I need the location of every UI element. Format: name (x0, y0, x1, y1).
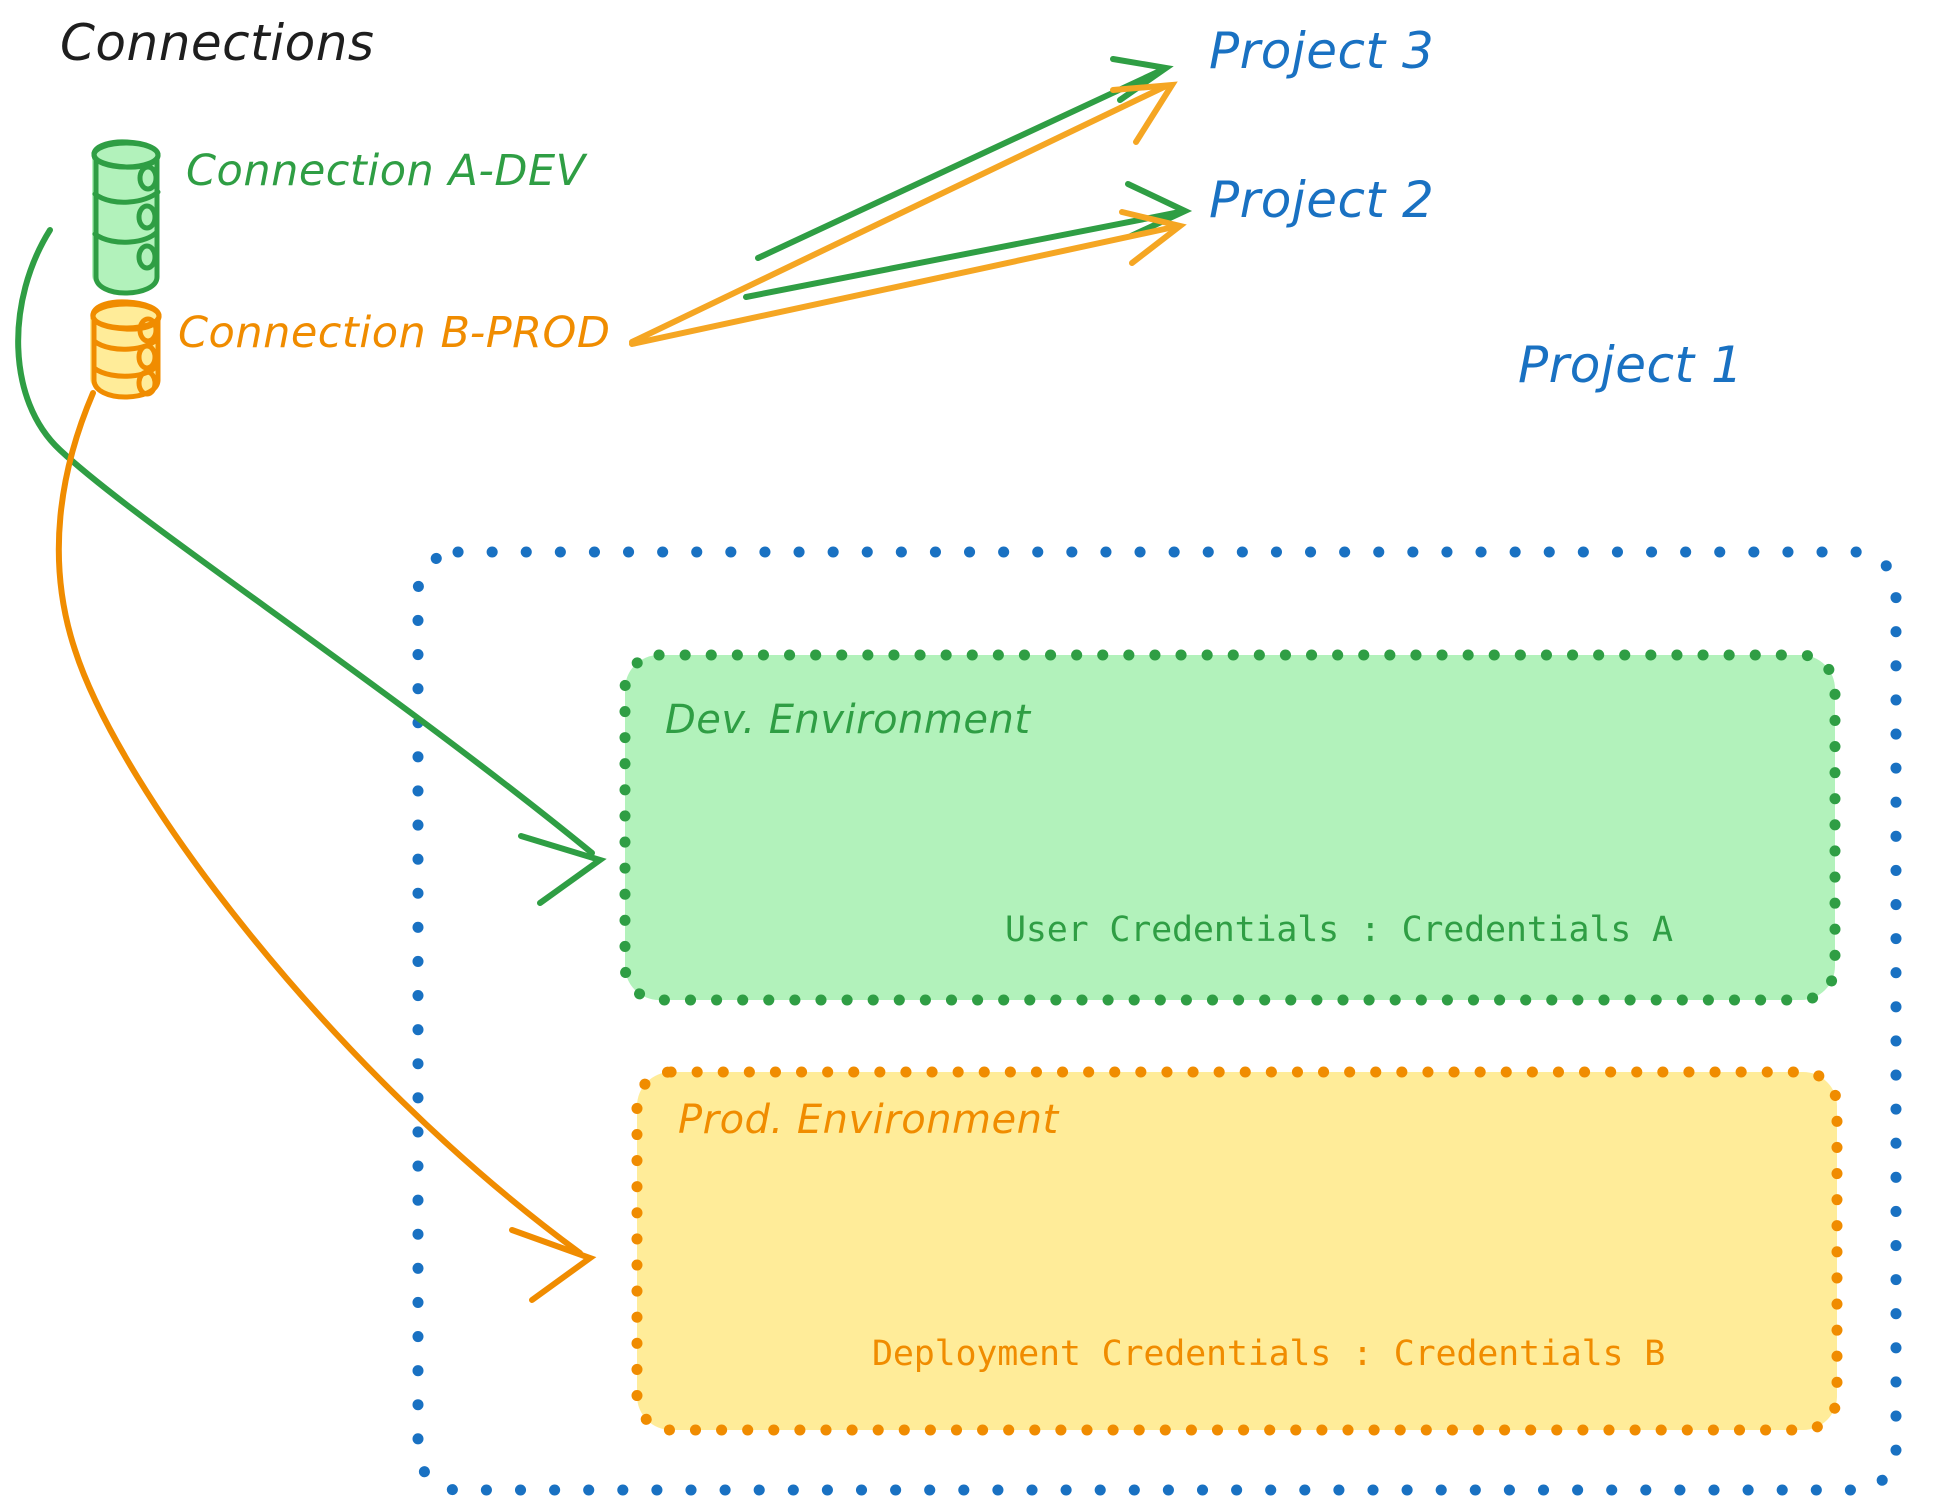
project-label-1[interactable]: Project 1 (1518, 336, 1744, 394)
page-title: Connections (60, 14, 375, 72)
edge-b-prod-to-project-2 (629, 209, 1187, 347)
prod-environment-credentials: Deployment Credentials : Credentials B (872, 1334, 1666, 1374)
prod-environment-title: Prod. Environment (678, 1097, 1059, 1143)
edge-a-dev-to-dev-environment (15, 227, 607, 906)
connection-label-b-prod[interactable]: Connection B-PROD (178, 308, 611, 358)
edge-b-prod-to-project-3 (629, 81, 1178, 345)
database-icon-connection-b-prod (90, 299, 162, 400)
connection-label-a-dev[interactable]: Connection A-DEV (186, 146, 586, 196)
dev-environment-box[interactable] (619, 649, 1841, 1006)
project-label-2[interactable]: Project 2 (1209, 171, 1435, 229)
dev-environment-credentials: User Credentials : Credentials A (1005, 910, 1673, 950)
edge-a-dev-to-project-2 (743, 181, 1193, 300)
edge-b-prod-to-prod-environment (55, 390, 597, 1303)
project-label-3[interactable]: Project 3 (1209, 22, 1435, 80)
database-icon-connection-a-dev (91, 139, 161, 296)
dev-environment-title: Dev. Environment (665, 697, 1031, 743)
prod-environment-box[interactable] (631, 1066, 1843, 1436)
